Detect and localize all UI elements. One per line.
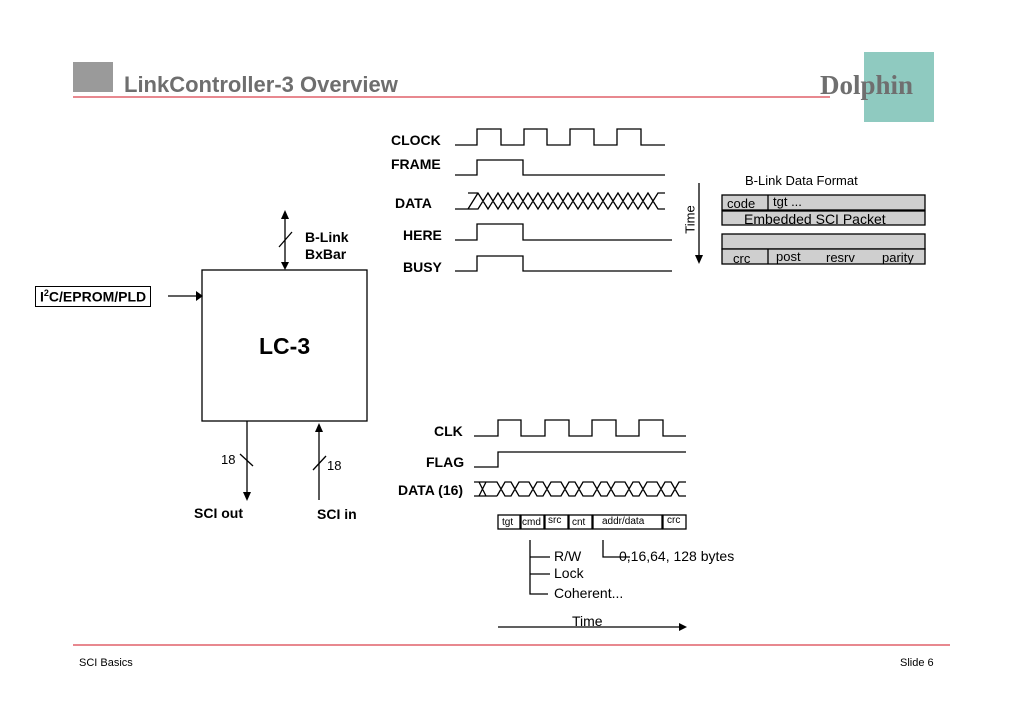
field-cmd-box — [520, 514, 545, 530]
field-cmd: cmd — [522, 517, 541, 528]
format-crc: crc — [733, 251, 751, 266]
lc3-block — [201, 269, 368, 422]
here-waveform — [455, 223, 672, 241]
field-src-box — [544, 514, 569, 530]
cmd-note-rw: R/W — [554, 548, 582, 564]
signal-label-data: DATA — [395, 195, 432, 211]
sci-in-label: SCI in — [317, 506, 357, 522]
blink-arrow-head-down — [281, 262, 289, 270]
blink-arrow-head-up — [281, 210, 289, 219]
blink-label-1: B-Link — [305, 229, 349, 245]
sci-out-width: 18 — [221, 452, 236, 467]
field-tgt: tgt — [502, 517, 514, 528]
cmd-note-coherent: Coherent... — [554, 585, 624, 601]
format-row-4 — [721, 248, 926, 265]
clock-waveform — [455, 128, 665, 146]
sci-in-bus-slash — [312, 455, 327, 471]
format-resrv: resrv — [826, 250, 855, 265]
i2c-prefix: I — [40, 288, 44, 305]
signal-label-here: HERE — [403, 227, 442, 243]
i2c-rest: C/EPROM/PLD — [48, 288, 147, 305]
cmd-callout — [529, 540, 548, 595]
field-crc: crc — [667, 515, 681, 526]
sci-out-label: SCI out — [194, 505, 243, 521]
signal-label-clk: CLK — [434, 423, 463, 439]
field-addr-box — [592, 514, 663, 530]
format-post: post — [776, 249, 801, 264]
data16-waveform — [474, 481, 686, 497]
signal-label-clock: CLOCK — [391, 132, 441, 148]
blink-label-2: BxBar — [305, 246, 347, 262]
footer-right: Slide 6 — [900, 657, 934, 669]
field-tgt-box — [497, 514, 521, 530]
busy-waveform — [455, 255, 672, 272]
format-embedded: Embedded SCI Packet — [744, 211, 886, 227]
sci-out-arrow-head — [243, 492, 251, 501]
sci-in-arrow-head — [315, 423, 323, 432]
field-crc-box — [662, 514, 687, 530]
sci-out-bus-slash — [239, 453, 254, 467]
title-decoration — [73, 62, 113, 92]
lc3-label: LC-3 — [259, 333, 311, 359]
sci-in-width: 18 — [327, 458, 342, 473]
blink-bus-slash — [278, 231, 293, 248]
format-row-3 — [721, 233, 926, 250]
data-waveform — [455, 191, 665, 211]
format-tgt: tgt ... — [773, 194, 802, 209]
format-heading: B-Link Data Format — [745, 173, 858, 188]
i2c-arrow-head — [196, 291, 203, 301]
field-src: src — [548, 515, 562, 526]
logo-dolphin-icon — [864, 52, 934, 122]
cmd-note-lock: Lock — [554, 565, 584, 581]
field-cnt: cnt — [572, 517, 586, 528]
cnt-callout — [602, 540, 630, 558]
clk-waveform — [474, 419, 686, 437]
signal-label-busy: BUSY — [403, 259, 442, 275]
logo-text: Dolphin — [820, 70, 914, 100]
field-addr-data: addr/data — [602, 516, 645, 527]
format-code: code — [727, 196, 756, 211]
format-row-1 — [721, 194, 926, 211]
format-parity: parity — [882, 250, 914, 265]
signal-label-flag: FLAG — [426, 454, 465, 470]
signal-label-frame: FRAME — [391, 156, 441, 172]
time-label-horizontal: Time — [572, 613, 603, 629]
signal-label-data16: DATA (16) — [398, 482, 464, 498]
flag-waveform — [474, 451, 686, 468]
time-arrow-head — [695, 255, 703, 264]
time-arrow-horizontal-head — [679, 623, 687, 631]
field-cnt-box — [568, 514, 593, 530]
i2c-superscript: 2 — [43, 288, 49, 298]
footer-left: SCI Basics — [79, 657, 133, 669]
size-note: 0,16,64, 128 bytes — [619, 548, 735, 564]
frame-waveform — [455, 159, 665, 176]
time-label-vertical: Time — [682, 205, 698, 234]
page-title: LinkController-3 Overview — [124, 72, 398, 97]
format-row-2 — [721, 210, 926, 226]
i2c-eprom-pld-box: I2C/EPROM/PLD — [35, 286, 152, 307]
